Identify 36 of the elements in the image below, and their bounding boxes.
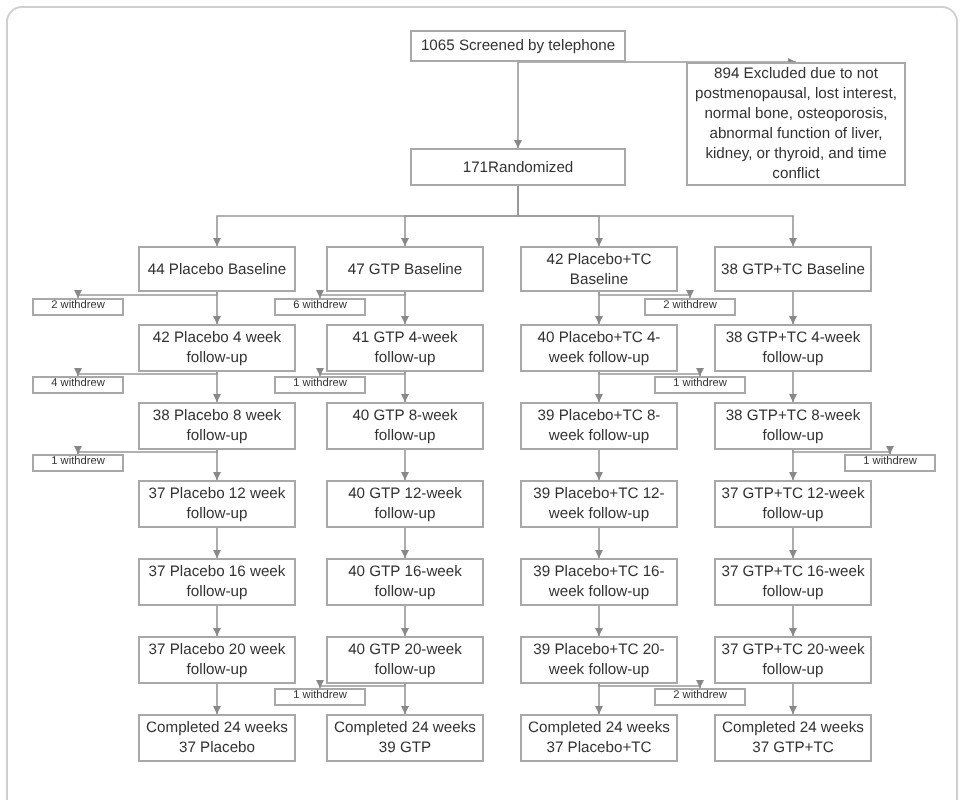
arrow: [789, 605, 797, 637]
arrow: [316, 680, 406, 689]
arrow: [74, 368, 218, 377]
arrow: [517, 185, 797, 247]
arrow: [213, 605, 221, 637]
arrow: [595, 683, 603, 715]
arrow: [316, 290, 406, 299]
arrow: [789, 291, 797, 325]
arrow: [74, 446, 218, 455]
arrow: [595, 605, 603, 637]
arrow: [789, 371, 797, 403]
arrow: [401, 527, 409, 559]
arrow: [595, 371, 603, 403]
arrow: [213, 527, 221, 559]
arrow: [401, 371, 409, 403]
arrow: [789, 449, 797, 481]
arrow: [316, 368, 406, 377]
arrow: [401, 605, 409, 637]
arrow: [213, 683, 221, 715]
arrow: [598, 680, 704, 689]
arrow: [213, 291, 221, 325]
arrow: [598, 290, 694, 299]
arrow: [514, 61, 522, 149]
arrow: [401, 683, 409, 715]
arrow: [74, 290, 218, 299]
arrow: [213, 371, 221, 403]
arrow: [401, 291, 409, 325]
arrow: [401, 449, 409, 481]
arrow: [598, 368, 704, 377]
arrow: [595, 449, 603, 481]
arrow: [792, 446, 894, 455]
arrow: [595, 527, 603, 559]
arrow: [789, 527, 797, 559]
arrow: [595, 291, 603, 325]
arrow: [789, 683, 797, 715]
arrow: [213, 449, 221, 481]
